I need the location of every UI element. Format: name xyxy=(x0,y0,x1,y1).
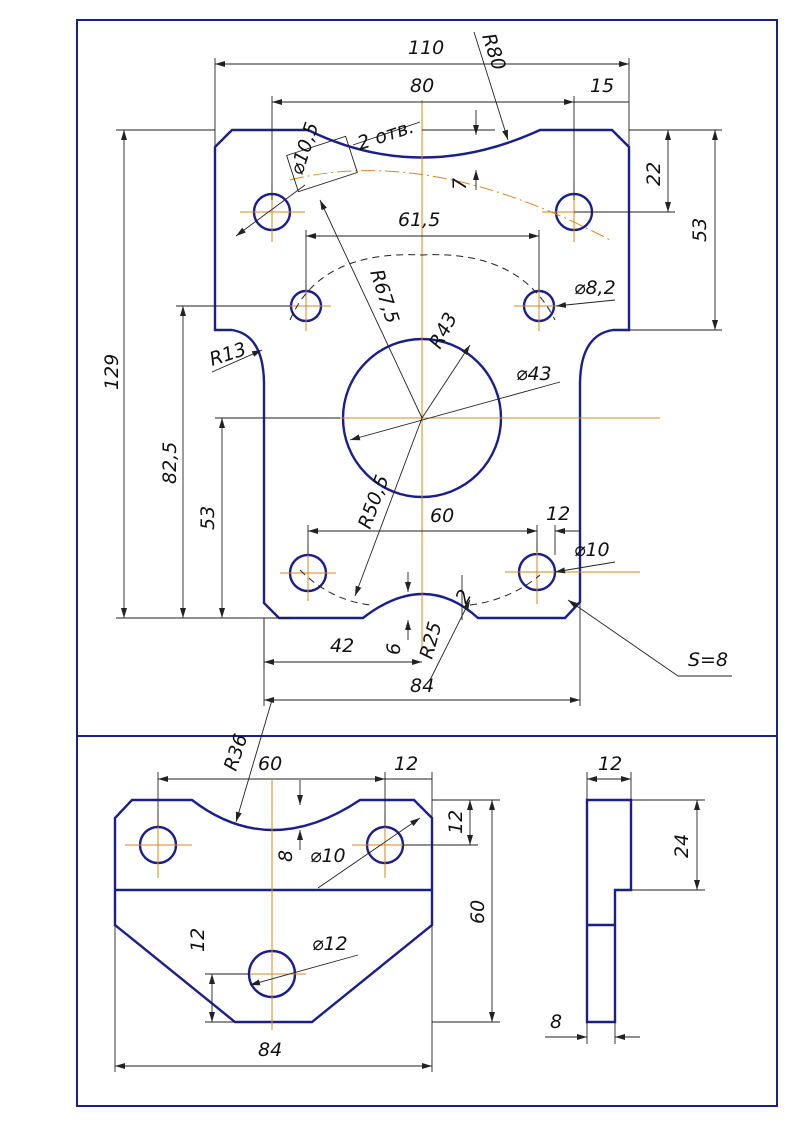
side-view-outline xyxy=(585,798,633,1024)
bottom-view: R36 60 12 12 8 ⌀10 60 12 ⌀12 84 xyxy=(113,699,500,1072)
dim-bottom-60: 60 xyxy=(258,753,282,775)
dim-r80: R80 xyxy=(477,31,509,73)
dim-r505: R50,5 xyxy=(354,472,394,532)
dim-22: 22 xyxy=(643,162,665,186)
dim-bottom-12-right: 12 xyxy=(445,810,467,834)
top-view: 110 80 15 R80 ⌀10,5 2 отв. 7 22 53 61,5 … xyxy=(101,31,732,706)
dim-bottom-12-top: 12 xyxy=(394,753,418,775)
dim-84: 84 xyxy=(410,675,434,697)
dim-15: 15 xyxy=(590,75,614,97)
dim-bottom-8: 8 xyxy=(275,850,297,862)
dim-bottom-84: 84 xyxy=(258,1039,282,1061)
dim-r13: R13 xyxy=(207,338,249,370)
dim-bottom-60-vertical: 60 xyxy=(467,900,489,924)
dim-d43: ⌀43 xyxy=(516,363,552,385)
drawing-frame xyxy=(76,19,778,1107)
bottom-view-centerlines xyxy=(125,780,418,1030)
dim-6: 6 xyxy=(383,643,405,655)
dim-110: 110 xyxy=(408,37,444,59)
top-view-dimension-lines xyxy=(116,31,732,706)
dim-side-8: 8 xyxy=(550,1011,562,1033)
dim-42: 42 xyxy=(330,635,354,657)
dim-r675: R67,5 xyxy=(365,267,403,327)
dim-615: 61,5 xyxy=(398,209,440,231)
dim-s8: S=8 xyxy=(688,649,728,671)
dim-7: 7 xyxy=(449,178,471,190)
dim-holes-note: 2 отв. xyxy=(355,116,417,155)
dim-80: 80 xyxy=(410,75,434,97)
hidden-arc-r505-right xyxy=(469,574,541,606)
top-view-outline xyxy=(213,128,631,620)
dim-d10: ⌀10 xyxy=(574,539,610,561)
side-view-dimension-lines xyxy=(545,772,705,1044)
dim-825: 82,5 xyxy=(159,442,181,484)
dim-r25: R25 xyxy=(416,619,447,661)
dim-bottom-d10: ⌀10 xyxy=(310,845,346,867)
dim-side-12: 12 xyxy=(598,753,622,775)
dim-12: 12 xyxy=(546,503,570,525)
dim-hole-d105: ⌀10,5 xyxy=(286,120,324,178)
hidden-arc-r505-left xyxy=(299,569,371,606)
dim-53-right: 53 xyxy=(689,218,711,242)
dim-r36: R36 xyxy=(220,731,252,773)
dim-side-24: 24 xyxy=(671,834,693,858)
dim-bottom-12-left: 12 xyxy=(187,928,209,952)
bottom-view-dimension-lines xyxy=(114,699,500,1072)
hidden-arc-r675 xyxy=(289,254,556,321)
dim-53-left: 53 xyxy=(197,506,219,530)
dim-129: 129 xyxy=(101,354,123,390)
side-view: 12 24 8 xyxy=(545,753,705,1044)
dim-bottom-d12: ⌀12 xyxy=(312,933,348,955)
frame-border xyxy=(76,19,778,1107)
dim-60: 60 xyxy=(430,505,454,527)
bottom-view-outline xyxy=(113,798,434,1024)
dim-d82: ⌀8,2 xyxy=(574,277,616,299)
